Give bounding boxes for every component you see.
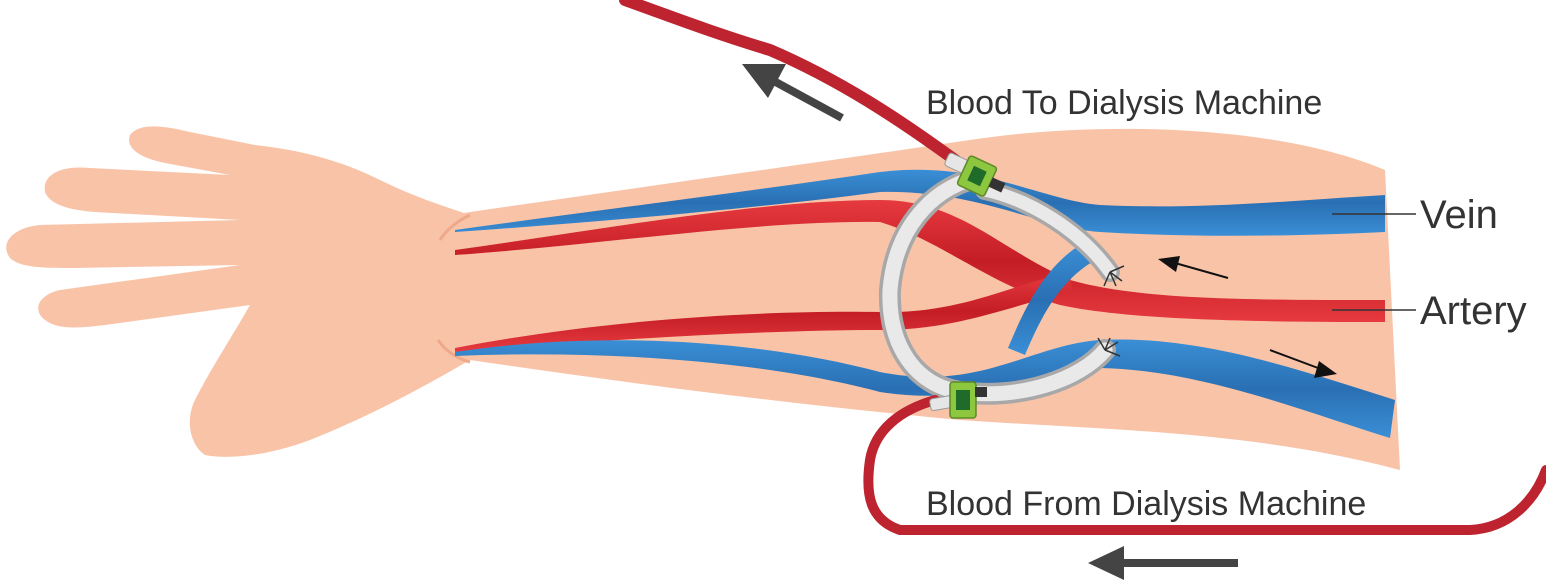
artery-main: [455, 200, 1385, 322]
av-graft-loop: [878, 167, 1125, 405]
needle-upper: [944, 152, 1006, 197]
palm-crease: [436, 213, 471, 364]
flow-arrow-icon: [1269, 349, 1337, 378]
blood-to-machine-label: Blood To Dialysis Machine: [926, 84, 1322, 122]
needle-lower: [929, 381, 987, 419]
tube-to-machine: [619, 0, 961, 166]
vein-label: Vein: [1420, 193, 1498, 237]
vein-connector: [1008, 245, 1092, 355]
artery-lower-branch: [455, 272, 1072, 352]
hand-skin: [6, 126, 470, 457]
arrow-left-icon: [1088, 546, 1238, 580]
flow-arrow-icon: [1158, 256, 1229, 279]
arrow-up-left-icon: [742, 64, 844, 122]
tube-from-machine: [863, 395, 1546, 535]
anastomosis-lower: [1097, 337, 1121, 357]
anastomosis-upper: [1103, 265, 1125, 287]
blood-from-machine-label: Blood From Dialysis Machine: [926, 485, 1366, 523]
vein-upper: [455, 169, 1385, 236]
artery-label: Artery: [1420, 289, 1527, 333]
